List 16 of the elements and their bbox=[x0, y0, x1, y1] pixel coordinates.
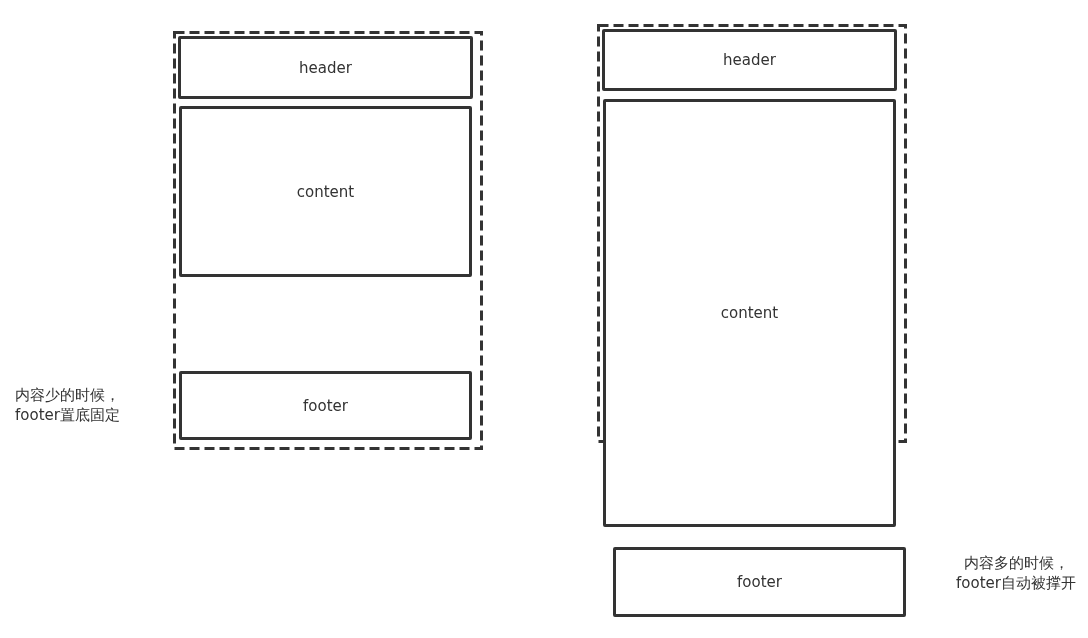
section-label: header bbox=[723, 50, 776, 70]
section-label: header bbox=[299, 57, 352, 78]
section-label: content bbox=[720, 303, 779, 323]
section-label: footer bbox=[737, 572, 782, 592]
footer-block bbox=[179, 371, 472, 440]
section-label: footer bbox=[303, 395, 348, 416]
dashed-container bbox=[597, 24, 907, 443]
header-block bbox=[178, 36, 473, 99]
note-text: 内容少的时候，footer置底固定 bbox=[15, 385, 121, 425]
header-block bbox=[602, 29, 897, 91]
content-block bbox=[179, 106, 472, 277]
section-label: content bbox=[296, 181, 355, 202]
dashed-container bbox=[173, 31, 483, 450]
footer-block bbox=[613, 547, 906, 617]
content-block bbox=[603, 99, 896, 527]
note-text: 内容多的时候，footer自动被撑开 bbox=[955, 553, 1077, 593]
